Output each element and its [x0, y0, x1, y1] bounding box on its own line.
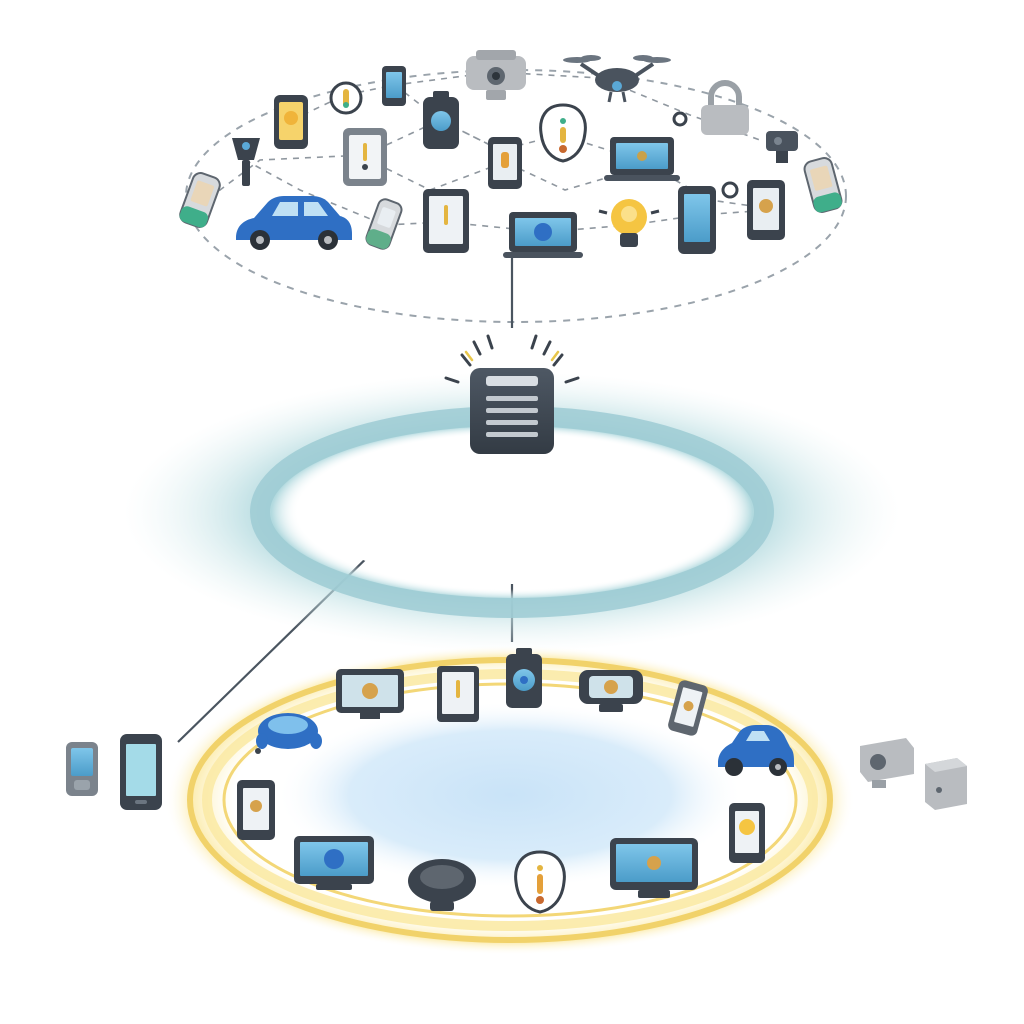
bulb-tablet-icon[interactable] [237, 780, 275, 840]
webcam-icon[interactable] [579, 670, 643, 712]
top-cloud-devices [178, 50, 844, 258]
phone-icon[interactable] [382, 66, 406, 106]
phone-icon[interactable] [667, 679, 709, 737]
robot-vacuum-icon[interactable] [255, 713, 322, 754]
handheld-scanner-icon[interactable] [66, 742, 98, 796]
teal-ring [124, 372, 900, 652]
hub-glints [464, 350, 560, 362]
smartphone-icon[interactable] [120, 734, 162, 810]
gray-box-icon[interactable] [925, 758, 967, 810]
handheld-sensor-icon[interactable] [365, 197, 404, 250]
handheld-sensor-icon[interactable] [178, 171, 222, 229]
bulb-icon[interactable] [598, 199, 660, 247]
tablet-icon[interactable] [437, 666, 479, 722]
bulb-tablet-icon[interactable] [274, 95, 308, 149]
drone-icon[interactable] [563, 55, 671, 103]
voice-assistant-icon[interactable] [539, 103, 587, 163]
monitor-icon[interactable] [336, 669, 404, 719]
top-cloud-boundary [185, 69, 847, 323]
car-icon[interactable] [236, 196, 352, 250]
phone-icon[interactable] [678, 186, 716, 254]
central-hub[interactable] [444, 334, 580, 454]
camera-icon[interactable] [466, 50, 526, 100]
tablet-icon[interactable] [423, 189, 469, 253]
outside-devices [66, 734, 967, 810]
sensor-icon[interactable] [232, 138, 260, 186]
camera-icon[interactable] [506, 648, 542, 708]
webcam-icon[interactable] [766, 131, 798, 163]
laptop-icon[interactable] [503, 212, 583, 258]
speaker-icon[interactable] [408, 859, 476, 911]
smart-speaker-icon[interactable] [329, 81, 363, 115]
hub-signal-rays [444, 334, 580, 384]
ring-devices [237, 648, 794, 914]
projector-icon[interactable] [860, 738, 914, 788]
lock-icon[interactable] [701, 80, 749, 135]
car-icon[interactable] [718, 725, 794, 776]
thermostat-icon[interactable] [343, 128, 387, 186]
tv-icon[interactable] [610, 838, 698, 898]
phone-icon[interactable] [747, 180, 785, 240]
monitor-icon[interactable] [294, 836, 374, 890]
small-sensor-icon[interactable] [672, 111, 688, 127]
thermostat-icon[interactable] [514, 850, 566, 914]
laptop-icon[interactable] [604, 137, 680, 181]
handheld-sensor-icon[interactable] [803, 156, 844, 213]
phone-icon[interactable] [488, 137, 522, 189]
bulb-tablet-icon[interactable] [729, 803, 765, 863]
smart-lock-icon[interactable] [423, 91, 459, 149]
small-sensor-icon[interactable] [721, 181, 739, 199]
